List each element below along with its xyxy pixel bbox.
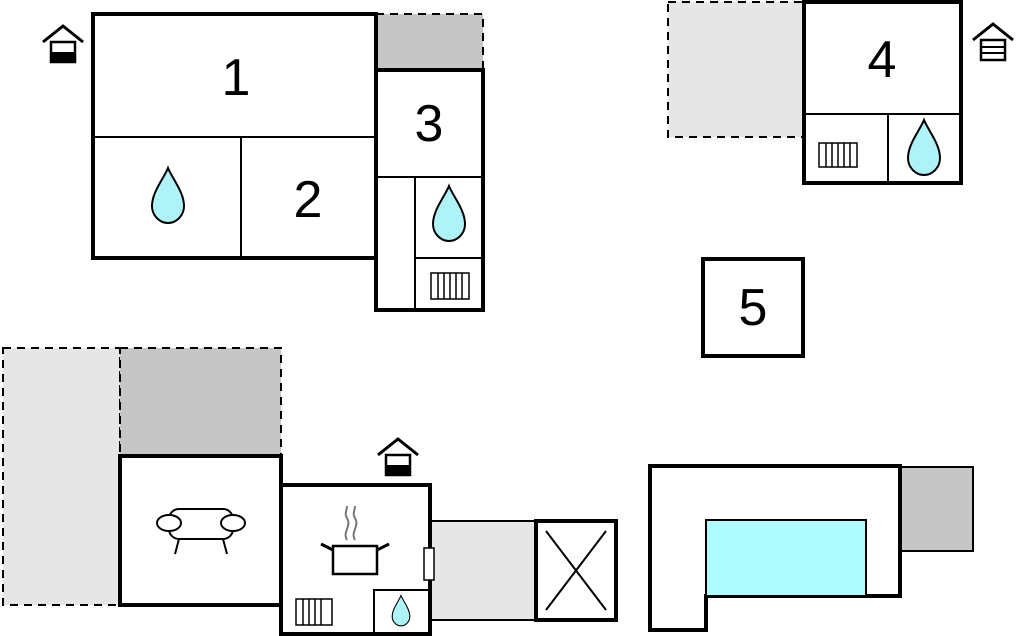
entrance-icon xyxy=(972,22,1014,62)
covered-terrace xyxy=(375,13,484,71)
building-upper-right xyxy=(802,0,963,185)
covered-terrace xyxy=(119,347,282,457)
radiator-icon xyxy=(295,598,333,626)
water-drop-icon xyxy=(907,119,941,176)
entrance-icon xyxy=(41,24,85,64)
open-terrace xyxy=(2,347,121,606)
door xyxy=(423,547,435,581)
room-5-label: 5 xyxy=(739,279,768,337)
water-drop-icon xyxy=(432,185,466,242)
room-3-label: 3 xyxy=(415,95,444,153)
radiator-icon xyxy=(430,272,470,300)
entrance-icon xyxy=(376,437,420,477)
room-2-label: 2 xyxy=(294,171,323,229)
room-4-label: 4 xyxy=(868,31,897,89)
building-room-5 xyxy=(701,257,805,358)
open-terrace xyxy=(667,1,805,138)
covered-terrace xyxy=(899,466,974,552)
open-terrace xyxy=(430,521,535,620)
water-drop-icon xyxy=(151,167,185,224)
cooking-pot-icon xyxy=(320,505,390,576)
sofa-icon xyxy=(156,508,246,555)
radiator-icon xyxy=(818,142,858,168)
building-upper-left xyxy=(91,12,485,312)
pool xyxy=(705,519,867,597)
room-1-label: 1 xyxy=(222,49,251,107)
water-drop-icon xyxy=(391,594,411,627)
